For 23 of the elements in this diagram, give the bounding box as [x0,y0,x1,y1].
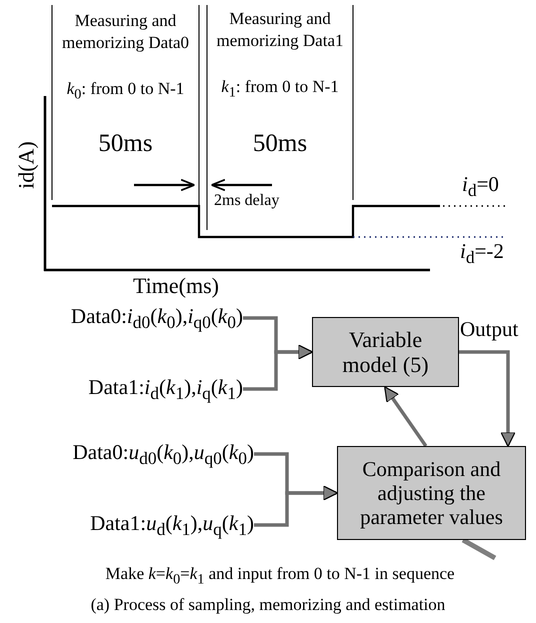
arrow [243,344,313,391]
arrow [384,386,428,447]
level-label: i$_{d}$=-2 [460,240,504,268]
range-label: k$_{1}$: from 0 to N-1 [220,78,340,101]
process-box: Variable model (5) [312,317,459,387]
caption: (a) Process of sampling, memorizing and estimation [90,596,446,615]
note-text: Make k=k$_{0}$=k$_{1}$ and input from 0 to N-1 in sequence [104,565,456,588]
arrow [459,350,516,447]
axis-title: id(A) [14,141,39,189]
phase-label: Measuring and memorizing Data1 [216,8,344,52]
duration-label: 50ms [252,130,308,158]
delay-label: 2ms delay [214,192,280,210]
input-label: Data0:u$_{d0}$(k$_{0}$),u$_{q0}$(k$_{0}$) [20,441,254,467]
input-label: Data1:i$_{d}$(k$_{1}$),i$_{q}$(k$_{1}$) [20,376,243,402]
axis-title: Time(ms) [133,274,219,298]
process-box: Comparison and adjusting the parameter values [337,446,526,540]
input-label: Data0:i$_{d0}$(k$_{0}$),i$_{q0}$(k$_{0}$) [20,305,243,331]
level-label: i$_{d}$=0 [462,173,499,200]
range-label: k$_{0}$: from 0 to N-1 [66,80,186,103]
arrow [254,485,338,527]
phase-label: Measuring and memorizing Data0 [61,10,190,54]
duration-label: 50ms [97,130,154,158]
input-label: Data1:u$_{d}$(k$_{1}$),u$_{q}$(k$_{1}$) [20,512,254,538]
